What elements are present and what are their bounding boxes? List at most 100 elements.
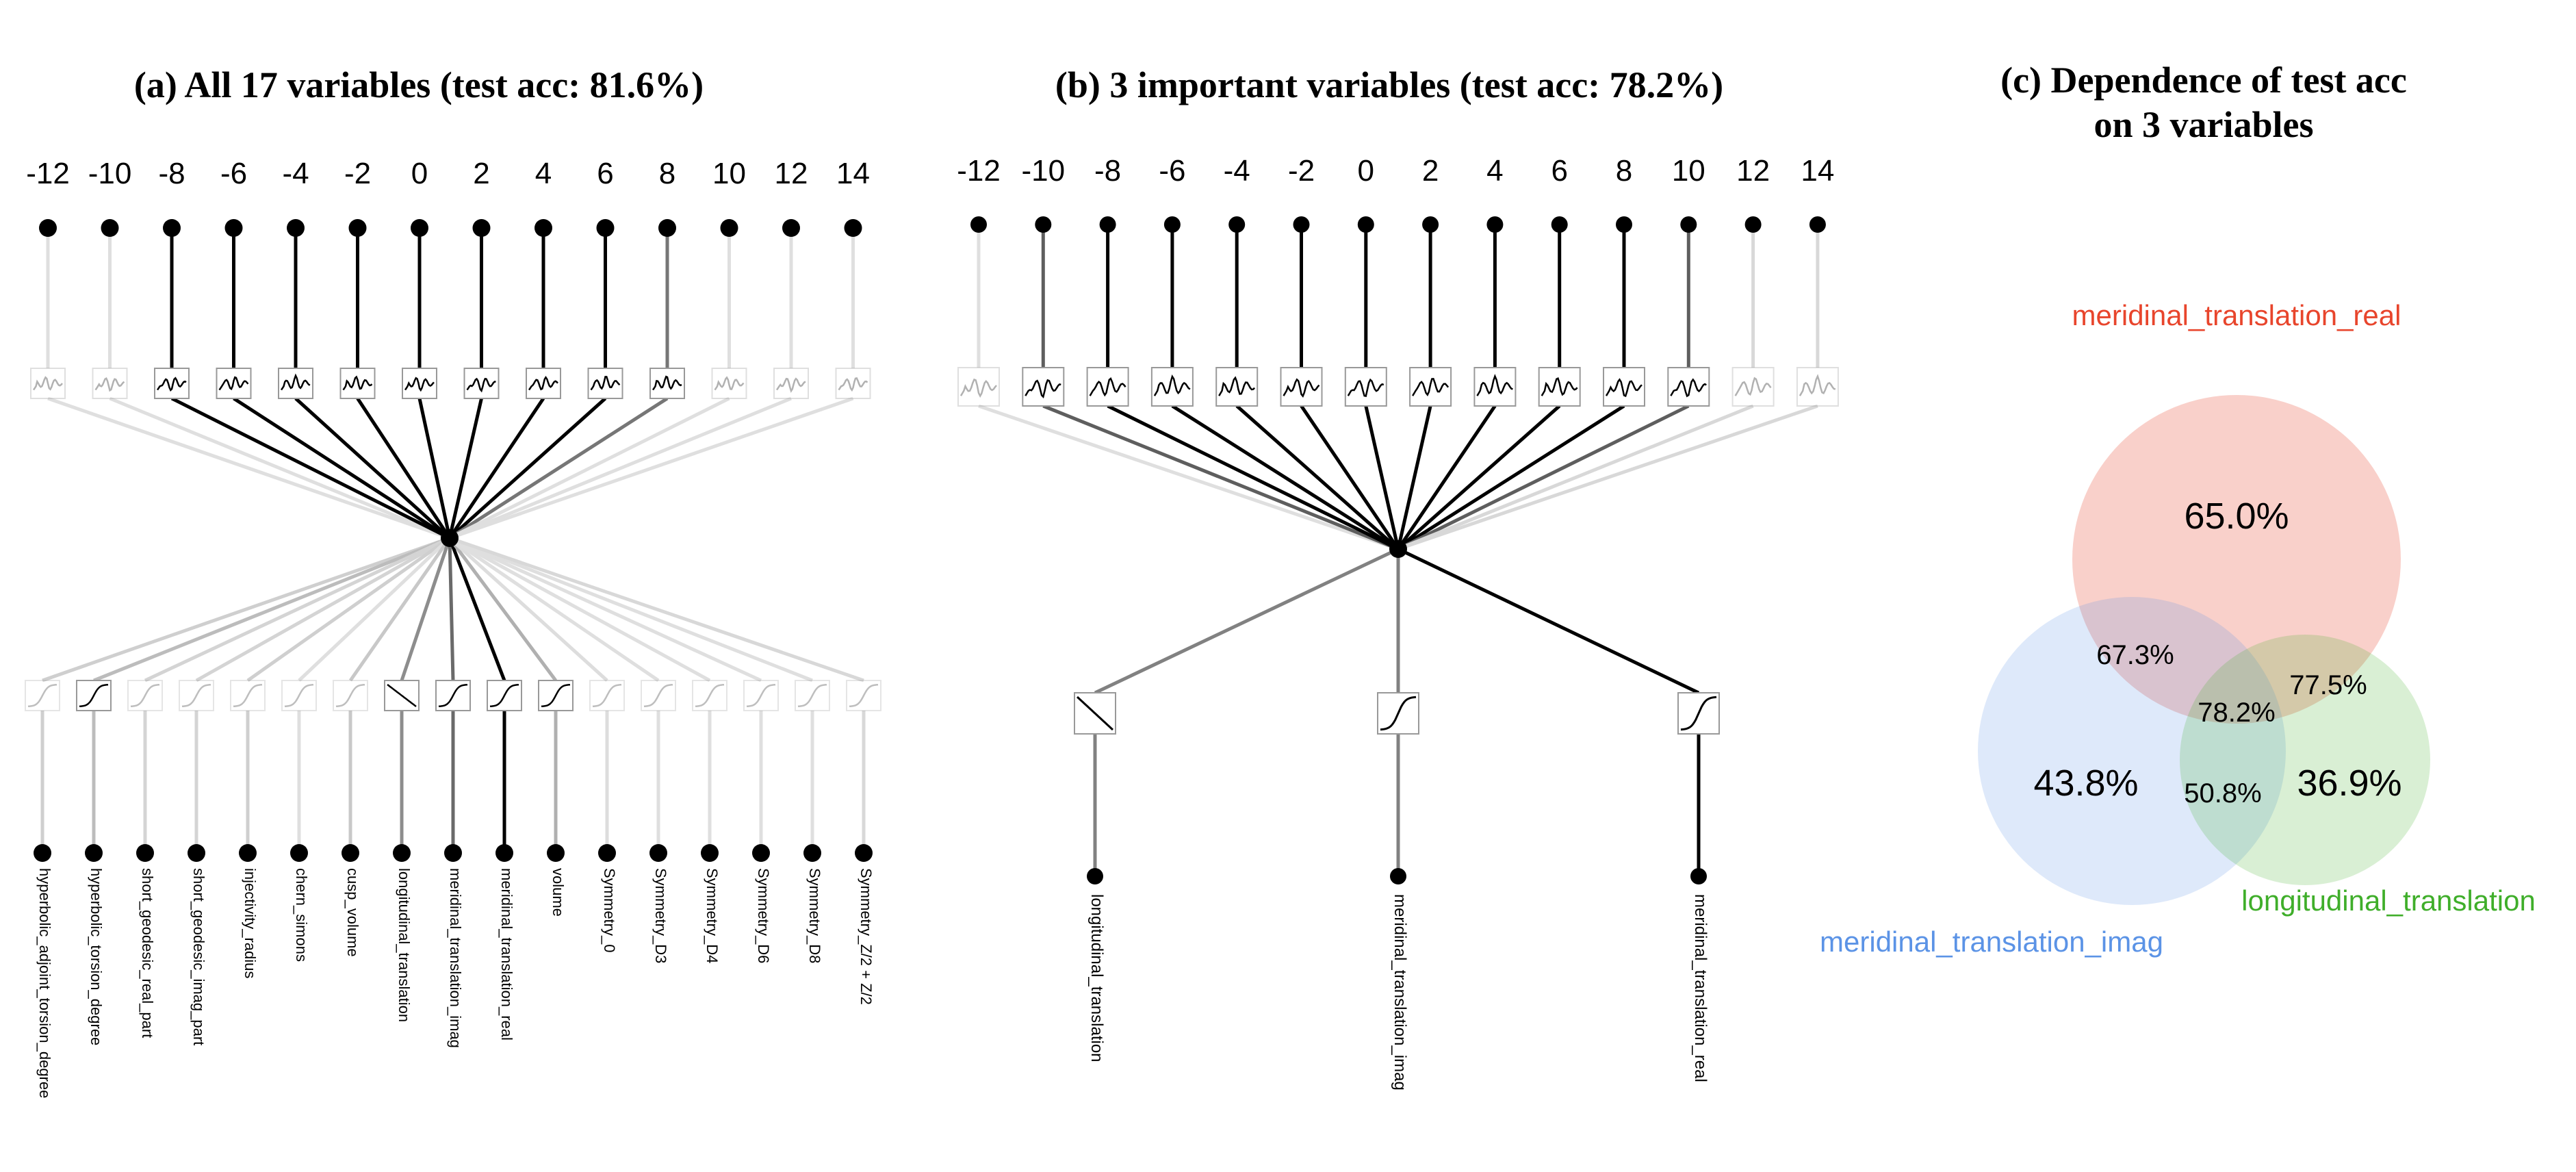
output-tick-label: 6 <box>597 157 613 190</box>
output-tick-label: -2 <box>1288 154 1315 188</box>
activation-box-input-2 <box>1677 692 1720 735</box>
activation-box-output-4 <box>1215 367 1259 407</box>
venn-value-long-only: 36.9% <box>2297 763 2401 804</box>
input-variable-label: chern_simons <box>293 868 310 962</box>
activation-box-output-10 <box>649 368 685 399</box>
activation-box-output-3 <box>1150 367 1194 407</box>
output-node-1 <box>101 219 119 237</box>
input-variable-label: Symmetry_D8 <box>806 868 823 963</box>
activation-box-output-6 <box>402 368 437 399</box>
activation-box-output-5 <box>339 368 376 399</box>
activation-box-output-1 <box>1022 367 1065 407</box>
edge-hub-output-3 <box>1171 404 1400 551</box>
activation-box-input-0 <box>25 680 60 711</box>
input-node-16 <box>855 844 873 862</box>
activation-box-input-4 <box>230 680 266 711</box>
edge-hub-output-6 <box>1364 405 1400 550</box>
activation-box-output-3 <box>216 368 252 399</box>
activation-box-input-10 <box>538 680 574 711</box>
edge-hub-input-16 <box>449 536 864 683</box>
input-variable-label: short_geodesic_real_part <box>139 868 156 1038</box>
edge-hub-output-10 <box>1397 404 1625 551</box>
output-node-7 <box>1422 216 1439 233</box>
output-tick-label: -6 <box>220 157 247 190</box>
activation-box-output-8 <box>1473 367 1517 407</box>
output-node-12 <box>782 219 800 237</box>
input-node-12 <box>649 844 667 862</box>
output-node-9 <box>1551 216 1568 233</box>
output-tick-label: 10 <box>1672 154 1705 188</box>
output-tick-label: -12 <box>957 154 1001 188</box>
input-variable-label: Symmetry_0 <box>601 868 618 952</box>
edge-hub-input-12 <box>448 536 660 683</box>
activation-box-output-11 <box>711 368 747 399</box>
edge-hub-input-2 <box>1397 547 1700 695</box>
activation-box-input-9 <box>487 680 522 711</box>
edge-hub-output-4 <box>294 397 451 539</box>
edge-hub-output-1 <box>109 396 450 540</box>
output-tick-label: 12 <box>775 157 808 190</box>
activation-box-input-12 <box>641 680 676 711</box>
input-variable-label: Symmetry_D6 <box>755 868 772 963</box>
venn-label-meridinal-real: meridinal_translation_real <box>2072 299 2401 331</box>
input-node-1 <box>85 844 103 862</box>
input-node-14 <box>752 844 770 862</box>
input-node-2 <box>1690 868 1707 884</box>
venn-value-imag-only: 43.8% <box>2033 763 2138 804</box>
output-node-0 <box>39 219 57 237</box>
edge-hub-output-8 <box>448 397 545 539</box>
edge-hub-output-6 <box>417 398 452 539</box>
venn-value-real-imag: 67.3% <box>2096 640 2174 670</box>
output-tick-label: 4 <box>1486 154 1503 188</box>
input-variable-label: longitudinal_translation <box>1087 894 1106 1062</box>
input-node-4 <box>239 844 257 862</box>
venn-value-all-three: 78.2% <box>2198 698 2275 728</box>
input-node-15 <box>803 844 821 862</box>
edge-hub-input-7 <box>400 537 452 681</box>
edge-hub-output-9 <box>448 397 607 539</box>
input-node-2 <box>136 844 154 862</box>
edge-hub-input-11 <box>448 537 608 682</box>
output-tick-label: -12 <box>26 157 70 190</box>
edge-hub-input-3 <box>195 536 451 683</box>
edge-hub-input-1 <box>93 536 450 683</box>
activation-box-output-9 <box>1538 367 1581 407</box>
output-node-8 <box>534 219 552 237</box>
edge-hub-output-2 <box>170 396 451 540</box>
edge-hub-input-6 <box>348 537 452 682</box>
output-tick-label: 2 <box>473 157 489 190</box>
input-variable-label: meridinal_translation_real <box>498 868 515 1041</box>
output-node-9 <box>596 219 615 237</box>
activation-box-input-0 <box>1074 692 1116 735</box>
input-node-5 <box>290 844 308 862</box>
output-node-4 <box>287 219 305 237</box>
panel-b-title: (b) 3 important variables (test acc: 78.… <box>1055 64 1723 105</box>
activation-box-output-0 <box>30 368 66 399</box>
input-variable-label: Symmetry_D3 <box>652 868 669 963</box>
venn-circle-longitudinal <box>2180 635 2430 885</box>
edge-hub-input-8 <box>448 537 455 681</box>
edge-hub-output-0 <box>47 396 450 540</box>
output-tick-label: -10 <box>88 157 132 190</box>
panel-a-title: (a) All 17 variables (test acc: 81.6%) <box>134 64 704 105</box>
edge-hub-output-11 <box>1397 404 1690 551</box>
input-node-0 <box>1087 868 1103 884</box>
venn-value-real-long: 77.5% <box>2289 670 2367 700</box>
output-node-10 <box>658 219 676 237</box>
activation-box-input-16 <box>846 680 881 711</box>
activation-box-output-9 <box>587 368 623 399</box>
output-tick-label: 14 <box>836 157 870 190</box>
hidden-node-a <box>441 529 459 547</box>
output-node-3 <box>1163 216 1181 233</box>
output-node-11 <box>1680 216 1697 233</box>
edge-hub-output-13 <box>449 396 854 540</box>
activation-box-output-13 <box>835 368 871 399</box>
input-node-7 <box>393 844 411 862</box>
input-node-3 <box>188 844 205 862</box>
panel-c-title-line1: (c) Dependence of test acc <box>2000 60 2407 101</box>
input-node-1 <box>1390 868 1406 884</box>
activation-box-input-3 <box>179 680 214 711</box>
activation-box-output-11 <box>1667 367 1710 407</box>
activation-box-output-6 <box>1344 367 1387 407</box>
activation-box-input-15 <box>795 680 830 711</box>
